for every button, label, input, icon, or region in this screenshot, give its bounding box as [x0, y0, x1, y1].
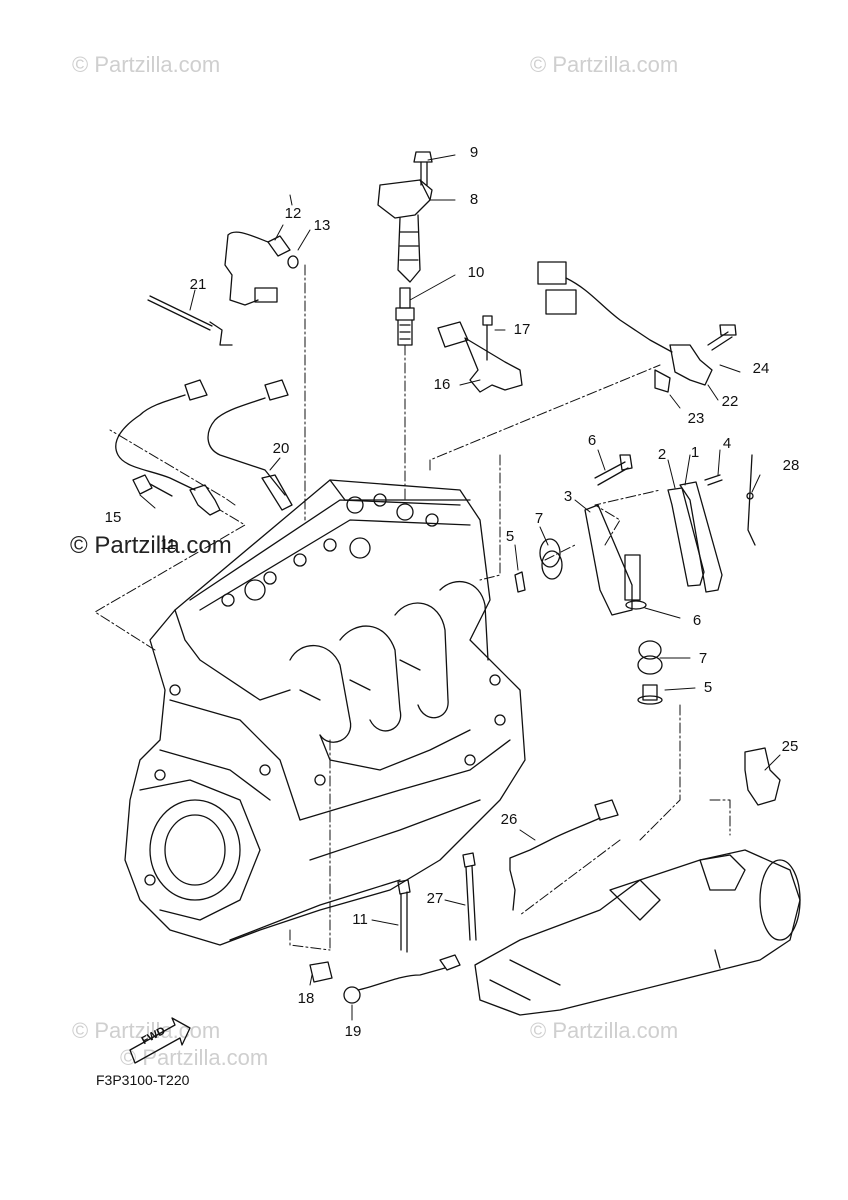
callout-11: 11	[160, 536, 176, 553]
callout-20: 20	[272, 440, 290, 457]
callout-11: 11	[352, 911, 368, 928]
callout-7: 7	[698, 650, 708, 667]
callout-7: 7	[534, 510, 544, 527]
ignition-coil	[377, 179, 433, 283]
callout-8: 8	[469, 191, 479, 208]
callout-16: 16	[433, 376, 451, 393]
watermark: © Partzilla.com	[72, 52, 221, 77]
bolt-15	[132, 474, 173, 497]
callout-28: 28	[782, 457, 800, 474]
callout-19: 19	[344, 1023, 362, 1040]
callout-3: 3	[563, 488, 573, 505]
sensor-18-19	[309, 954, 461, 1004]
fwd-arrow-icon	[129, 1017, 191, 1064]
callout-24: 24	[752, 360, 770, 377]
callout-27: 27	[426, 890, 444, 907]
sensor-12	[224, 231, 299, 306]
callout-6: 6	[587, 432, 597, 449]
callout-21: 21	[189, 276, 207, 293]
spark-plug	[395, 287, 415, 346]
callout-9: 9	[469, 144, 479, 161]
bracket-plates	[584, 454, 723, 616]
exhaust-pipe	[474, 849, 801, 1016]
callout-5: 5	[505, 528, 515, 545]
callout-4: 4	[722, 435, 732, 452]
cable-tie-21	[147, 295, 233, 346]
callout-1: 1	[690, 444, 700, 461]
callout-6: 6	[692, 612, 702, 629]
sensor-16	[437, 315, 523, 393]
grommets	[514, 538, 663, 705]
callout-25: 25	[781, 738, 799, 755]
callout-12: 12	[284, 205, 302, 222]
callout-22: 22	[721, 393, 739, 410]
watermark: © Partzilla.com	[72, 1018, 221, 1043]
watermark: © Partzilla.com	[530, 52, 679, 77]
callout-18: 18	[297, 990, 315, 1007]
clamp-25	[744, 747, 781, 806]
callout-26: 26	[500, 811, 518, 828]
sensor-26	[509, 799, 619, 911]
diagram-code: F3P3100-T220	[96, 1072, 190, 1088]
sensor-22	[537, 261, 737, 393]
callout-15: 15	[104, 509, 122, 526]
callout-5: 5	[703, 679, 713, 696]
callout-2: 2	[657, 446, 667, 463]
clip-28	[746, 454, 756, 546]
callout-13: 13	[313, 217, 331, 234]
bolt-9	[413, 151, 433, 186]
watermark: © Partzilla.com	[530, 1018, 679, 1043]
callout-10: 10	[467, 264, 485, 281]
sensor-harness	[115, 379, 293, 516]
watermark: © Partzilla.com	[70, 532, 232, 559]
callout-23: 23	[687, 410, 705, 427]
cable-ties	[397, 852, 477, 953]
callout-leaders	[139, 154, 781, 1021]
callout-17: 17	[513, 321, 531, 338]
leader-lines	[94, 264, 731, 951]
engine-block	[124, 479, 526, 946]
